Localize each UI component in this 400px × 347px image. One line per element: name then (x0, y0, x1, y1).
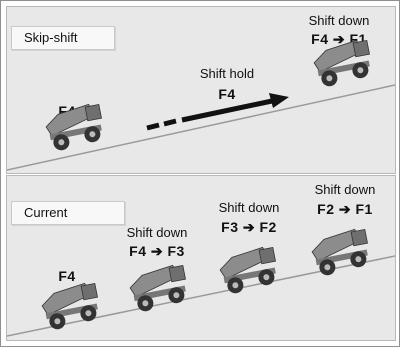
step2-label: Shift down (218, 200, 280, 215)
step3-label: Shift down (314, 182, 376, 197)
truck-bottom-4 (311, 228, 368, 276)
bottom-left-gear-label: F4 (58, 268, 76, 284)
current-trucks (41, 228, 368, 330)
skip-shift-panel: Skip-shift F4 Shift hold F4 Shift down F… (6, 6, 396, 174)
skip-shift-graphics (7, 84, 395, 171)
truck-bottom-2 (129, 264, 186, 312)
current-tag: Current (11, 201, 125, 225)
truck-bottom-3 (219, 246, 276, 294)
slope-line (7, 84, 395, 171)
shift-hold-arrow (146, 93, 289, 131)
step3-gear: F2 ➔ F1 (317, 201, 373, 217)
current-panel: Current F4 Shift down F4 ➔ F3 Shift down… (6, 175, 396, 341)
truck-top-right (313, 39, 370, 87)
top-shift-down-label: Shift down (308, 13, 370, 28)
skip-shift-tag: Skip-shift (11, 26, 115, 50)
skip-shift-trucks (45, 39, 370, 151)
shift-hold-gear: F4 (218, 86, 236, 102)
truck-bottom-1 (41, 282, 98, 330)
truck-top-left (45, 103, 102, 151)
step2-gear: F3 ➔ F2 (221, 219, 277, 235)
step1-label: Shift down (126, 225, 188, 240)
shift-hold-label: Shift hold (199, 66, 255, 81)
step1-gear: F4 ➔ F3 (129, 243, 185, 259)
